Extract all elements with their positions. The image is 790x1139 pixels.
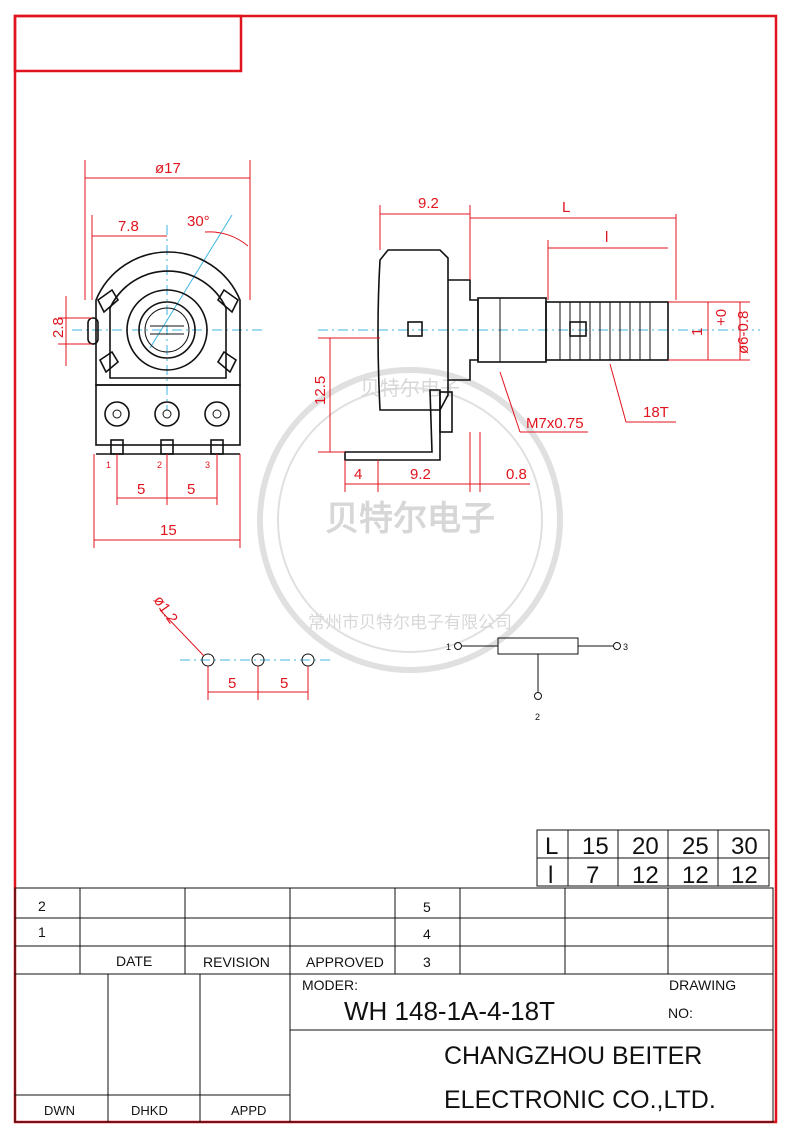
terminal-eyelets [104,401,230,427]
watermark-ring-text: 常州市贝特尔电子有限公司 [308,613,512,633]
shaft [545,301,669,361]
table-L-15: 15 [582,833,609,860]
dim-knurl: 18T [643,404,669,421]
dim-pitch-a: 5 [137,481,145,498]
dim-shaft-dia: ø6-0.8 [735,311,752,354]
pin-3-label: 3 [205,460,210,470]
shaft-knurl [138,301,196,359]
dwn-label: DWN [44,1103,75,1118]
dim-pin-row: 9.2 [410,466,431,483]
hole-pitch-a: 5 [228,675,236,692]
dim-pin-thk: 0.8 [506,466,527,483]
company-line-1: CHANGZHOU BEITER [444,1042,702,1070]
right-row-5: 5 [423,899,431,915]
schem-pin-3: 3 [623,642,628,652]
housing [377,249,449,411]
dim-width: 15 [160,522,177,539]
watermark-seal: 贝特尔电子 贝特尔电子 常州市贝特尔电子有限公司 [257,367,563,673]
schem-pin-1: 1 [446,642,451,652]
table-l-12a: 12 [632,862,659,889]
table-key-l: l [548,862,553,889]
pin-2-label: 2 [157,460,162,470]
table-l-12c: 12 [731,862,758,889]
table-L-20: 20 [632,833,659,860]
dim-shaft-tol: +0 [713,309,730,326]
col-revision: REVISION [203,954,270,970]
bushing-circle [126,289,208,371]
table-l-12b: 12 [682,862,709,889]
dim-height: 12.5 [312,376,329,405]
rev-row-2: 2 [38,898,46,914]
dim-angle: 30° [187,213,210,230]
dhkd-label: DHKD [131,1103,168,1118]
right-row-4: 4 [423,926,431,942]
resistor-symbol [497,637,579,655]
terminal-base [95,384,241,446]
dim-diameter: ø17 [155,160,181,177]
schem-pin-2: 2 [535,712,540,722]
length-table: L 15 20 25 30 l 7 12 12 12 [536,829,770,889]
dim-thread: M7x0.75 [526,415,584,432]
col-approved: APPROVED [306,954,384,970]
right-row-3: 3 [423,954,431,970]
no-label: NO: [668,1005,693,1021]
watermark-top-text: 贝特尔电子 [360,376,460,400]
table-L-30: 30 [731,833,758,860]
hole-pitch-b: 5 [280,675,288,692]
model-number: WH 148-1A-4-18T [344,996,555,1026]
pin-1-label: 1 [106,460,111,470]
hole-pattern: ø1.2 5 5 [150,593,330,700]
col-date: DATE [116,953,152,969]
dim-pitch-b: 5 [187,481,195,498]
schematic: 1 3 2 [446,637,628,722]
table-l-7: 7 [586,862,599,889]
front-view: 1 2 3 ø17 7.8 30° 2.8 5 5 15 [50,160,262,548]
dim-offset: 7.8 [118,218,139,235]
body-outline [95,251,241,386]
moder-label: MODER: [302,977,358,993]
dim-knurl-end: 1 [689,328,706,336]
drawing-label: DRAWING [669,977,736,993]
rev-row-1: 1 [38,924,46,940]
mounting-leg [344,389,441,461]
side-view: 9.2 L l 1 ø6-0.8 +0 12.5 M7x0.75 18T 4 9… [312,195,760,492]
dim-slot: 2.8 [50,317,67,338]
appd-label: APPD [231,1103,266,1118]
dim-shaft-total: L [562,199,570,216]
dim-hole: ø1.2 [150,593,181,627]
table-L-25: 25 [682,833,709,860]
company-line-2: ELECTRONIC CO.,LTD. [444,1086,716,1114]
watermark-center-text: 贝特尔电子 [325,499,495,539]
dim-shaft-knurl: l [605,229,608,246]
corner-box [13,14,243,73]
title-block: 2 1 DATE REVISION APPROVED 5 4 3 MODER: … [14,887,774,1123]
table-key-L: L [545,833,558,860]
dim-body: 9.2 [418,195,439,212]
dim-leg: 4 [354,466,362,483]
